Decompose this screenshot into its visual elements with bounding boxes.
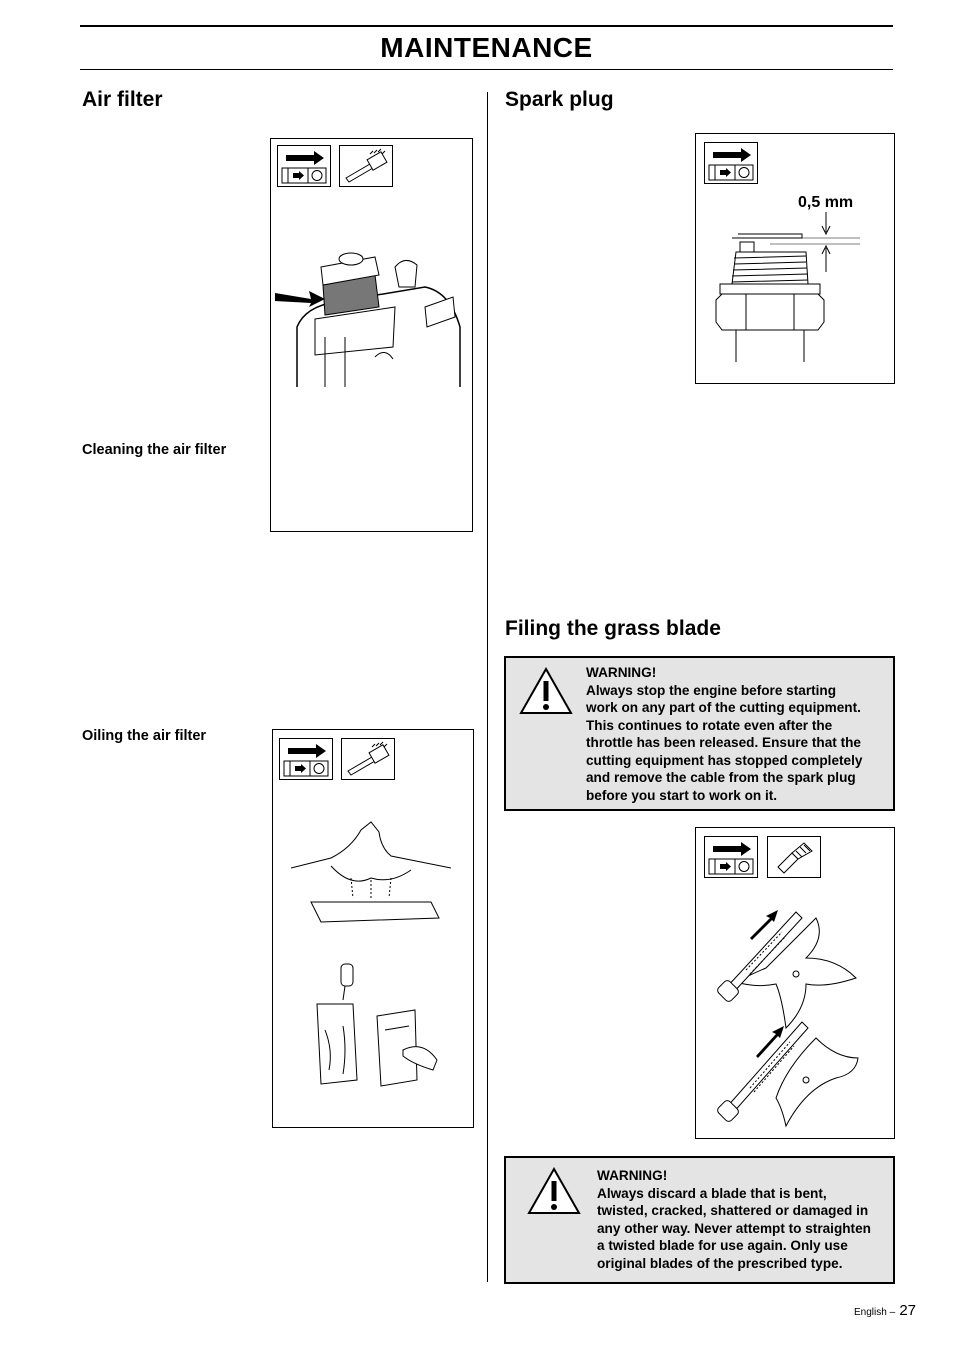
warning-1-line: work on any part of the cutting equipmen… <box>586 700 861 715</box>
warning-2-line: a twisted blade for use again. Only use <box>597 1238 848 1253</box>
file-tool-icon <box>767 836 821 878</box>
washing-filter-illustration <box>291 821 451 923</box>
stop-engine-icon <box>277 145 331 187</box>
header-bottom-rule <box>80 69 893 70</box>
warning-1-line: before you start to work on it. <box>586 787 778 803</box>
header-top-rule <box>80 25 893 27</box>
warning-2-text: WARNING! Always discard a blade that is … <box>597 1167 871 1272</box>
warning-1-line: cutting equipment has stopped completely <box>586 752 863 768</box>
warning-1-heading: WARNING! <box>586 665 657 680</box>
filing-grass-blade-heading: Filing the grass blade <box>505 617 721 640</box>
warning-box-stop-engine: WARNING! Always stop the engine before s… <box>504 656 895 811</box>
brush-icon <box>341 738 395 780</box>
spark-plug-gap-label: 0,5 mm <box>798 194 854 211</box>
column-divider <box>487 92 488 1282</box>
blade-filing-figure <box>695 827 895 1139</box>
cleaning-air-filter-subheading: Cleaning the air filter <box>82 442 227 458</box>
warning-2-heading: WARNING! <box>597 1168 668 1183</box>
air-filter-illustration <box>275 252 461 387</box>
warning-1-text: WARNING! Always stop the engine before s… <box>586 664 862 804</box>
page-number: 27 <box>899 1302 916 1319</box>
oiling-figure <box>272 729 474 1128</box>
warning-2-line: original blades of the prescribed type. <box>597 1255 843 1271</box>
warning-1-line: This continues to rotate even after the <box>586 717 833 733</box>
page-footer: English – 27 <box>854 1302 916 1319</box>
warning-box-discard-blade: WARNING! Always discard a blade that is … <box>504 1156 895 1284</box>
spark-plug-figure: 0,5 mm <box>695 133 895 384</box>
warning-triangle-icon <box>519 666 573 714</box>
warning-1-line: Always stop the engine before starting <box>586 682 837 698</box>
footer-language: English – <box>854 1307 896 1318</box>
air-filter-figure <box>270 138 473 532</box>
warning-1-line: and remove the cable from the spark plug <box>586 770 856 785</box>
page-title: MAINTENANCE <box>380 32 593 63</box>
brush-icon <box>339 145 393 187</box>
stop-engine-icon <box>704 836 758 878</box>
stop-engine-icon <box>704 142 758 184</box>
warning-triangle-icon <box>527 1166 581 1214</box>
warning-2-line: any other way. Never attempt to straight… <box>597 1220 871 1236</box>
spark-plug-heading: Spark plug <box>505 88 614 111</box>
spark-plug-illustration <box>715 212 860 362</box>
oil-bag-illustration <box>316 963 438 1087</box>
warning-1-line: throttle has been released. Ensure that … <box>586 735 861 750</box>
oiling-air-filter-subheading: Oiling the air filter <box>82 728 207 744</box>
air-filter-heading: Air filter <box>82 88 163 111</box>
warning-2-line: Always discard a blade that is bent, <box>597 1185 827 1201</box>
stop-engine-icon <box>279 738 333 780</box>
blade-filing-illustration <box>717 910 859 1128</box>
warning-2-line: twisted, cracked, shattered or damaged i… <box>597 1203 869 1218</box>
